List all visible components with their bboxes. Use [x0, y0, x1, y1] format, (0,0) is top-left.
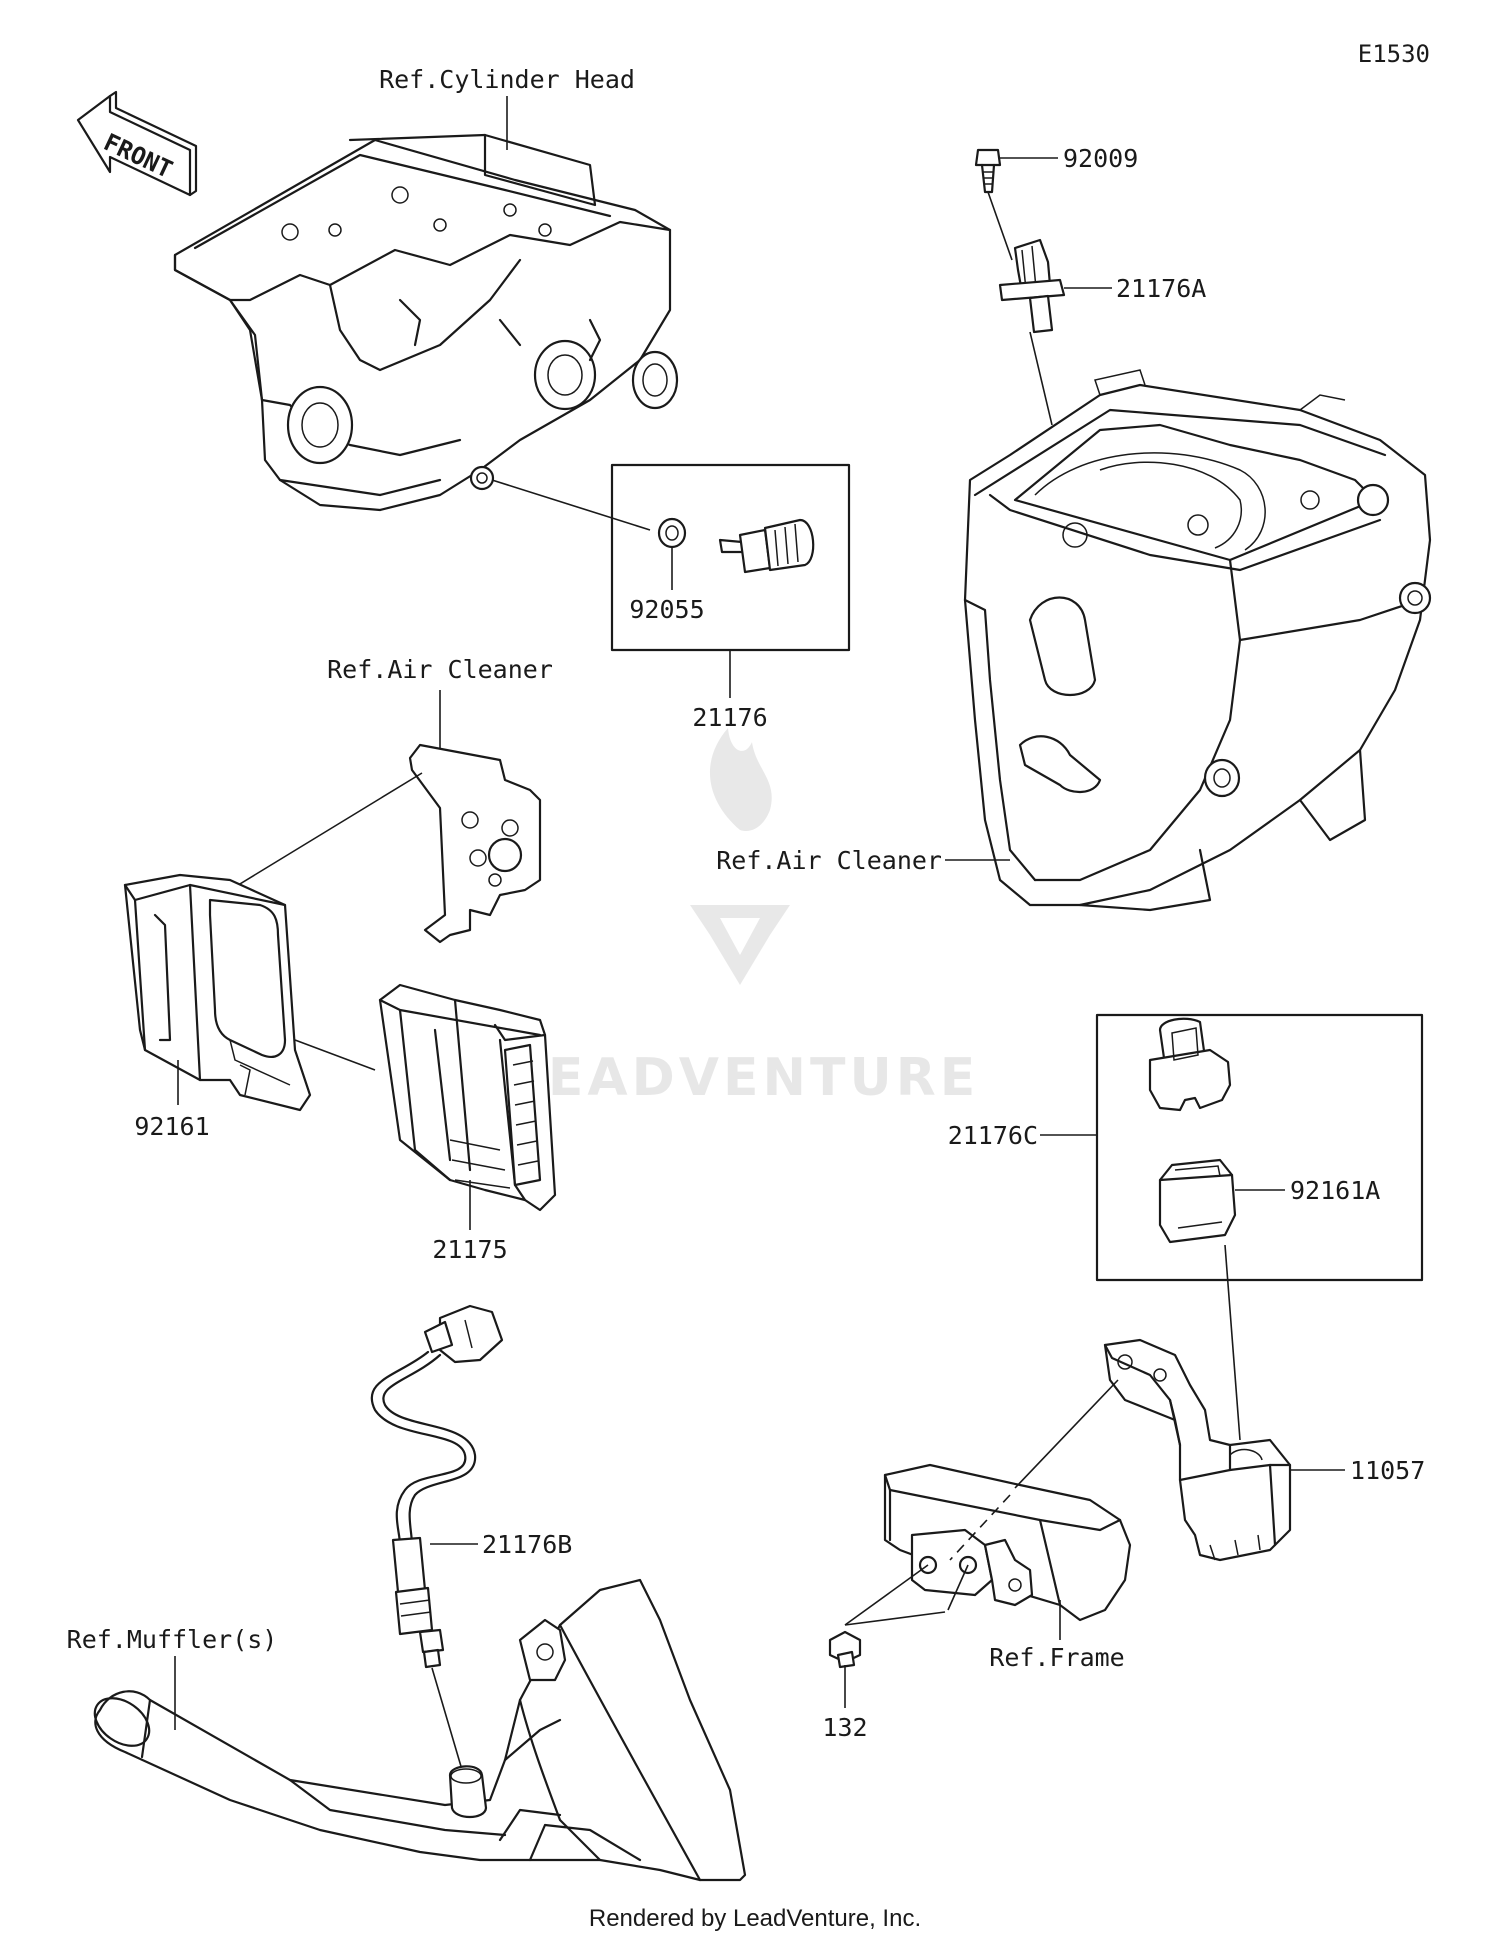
oxygen-sensor-21176b-illustration [370, 1304, 504, 1669]
leader-bracket-to-holder [229, 772, 423, 891]
ecu-holder-92161-illustration [123, 873, 312, 1112]
leader-sensor-to-airbox [1029, 331, 1053, 426]
frame-section-illustration [883, 1463, 1132, 1622]
temperature-sensor-illustration [718, 518, 815, 574]
label-92009: 92009 [1063, 144, 1138, 173]
bolt-132-illustration [828, 1630, 862, 1669]
label-ref-air-cleaner-bracket: Ref.Air Cleaner [327, 655, 553, 684]
leader-holder-to-ecu [294, 1039, 376, 1071]
ecu-21175-illustration [378, 983, 557, 1212]
sensor-21176c-illustration [1148, 1017, 1232, 1112]
diagram-code: E1530 [1358, 40, 1430, 68]
watermark-text: LEADVENTURE [511, 1048, 980, 1108]
leader-bolt-132-b [947, 1564, 969, 1611]
label-21176a: 21176A [1116, 274, 1206, 303]
footer-credit: Rendered by LeadVenture, Inc. [589, 1905, 921, 1932]
watermark-logo: LEADVENTURE [511, 728, 980, 1108]
label-ref-cylinder-head: Ref.Cylinder Head [379, 65, 635, 94]
label-ref-air-cleaner-box: Ref.Air Cleaner [716, 846, 942, 875]
front-direction-arrow: FRONT [76, 90, 198, 197]
leader-bracket-to-frame [1014, 1379, 1119, 1489]
muffler-illustration [93, 1578, 747, 1882]
sensor-bracket-11057-illustration [1103, 1338, 1292, 1562]
label-21176: 21176 [692, 703, 767, 732]
cylinder-head-illustration [173, 133, 679, 512]
ecu-mounting-bracket-illustration [408, 743, 542, 944]
leader-bolt-to-sensor [987, 191, 1013, 261]
leader-bolt-132-join [844, 1611, 946, 1626]
air-cleaner-box-illustration [963, 369, 1432, 912]
intake-air-temperature-sensor-illustration [998, 238, 1066, 334]
bolt-92009-illustration [974, 148, 1002, 194]
sensor-holder-92161a-illustration [1158, 1158, 1237, 1244]
label-ref-muffler: Ref.Muffler(s) [67, 1625, 278, 1654]
label-92161: 92161 [134, 1112, 209, 1141]
label-21175: 21175 [432, 1235, 507, 1264]
label-11057: 11057 [1350, 1456, 1425, 1485]
dashed-alignment-line [949, 1494, 1011, 1561]
label-92055: 92055 [629, 595, 704, 624]
leader-holder-to-bracket [1224, 1244, 1241, 1441]
leader-bolt-132-a [844, 1564, 929, 1626]
kit-box-21176c [1095, 1013, 1424, 1282]
label-132: 132 [822, 1713, 867, 1742]
label-92161a: 92161A [1290, 1176, 1380, 1205]
label-21176c: 21176C [948, 1121, 1038, 1150]
label-21176b: 21176B [482, 1530, 572, 1559]
label-ref-frame: Ref.Frame [989, 1643, 1124, 1672]
leader-sensor-to-muffler [431, 1667, 466, 1781]
washer-92055-illustration [657, 517, 687, 549]
leader-head-to-washer [491, 479, 651, 531]
